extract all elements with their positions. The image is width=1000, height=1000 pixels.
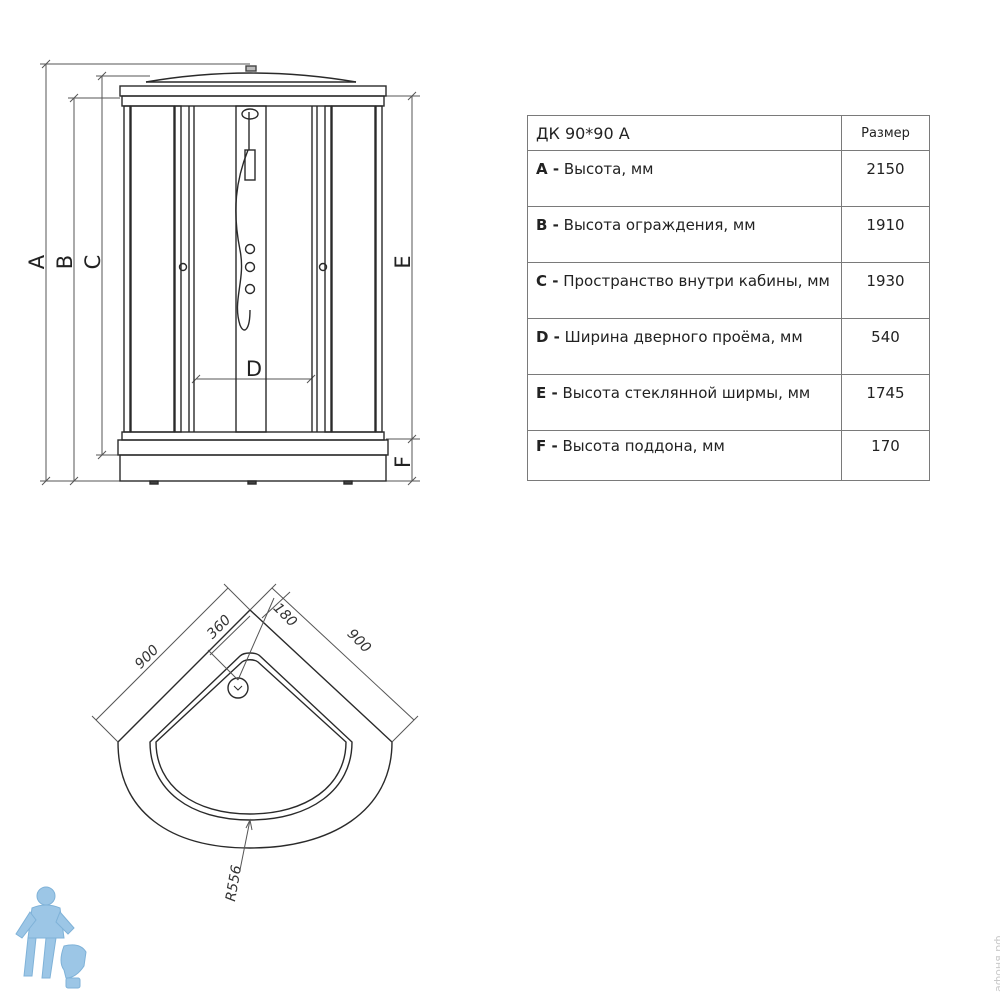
dim-label-c: C bbox=[81, 255, 105, 270]
row-label: Высота поддона, мм bbox=[557, 437, 725, 455]
plumber-mascot-logo bbox=[15, 886, 87, 989]
dim-label-b: B bbox=[53, 255, 77, 269]
plan-dim-360: 360 bbox=[204, 612, 234, 642]
row-key: C - bbox=[536, 272, 559, 290]
table-row: F - Высота поддона, мм 170 bbox=[527, 430, 930, 481]
row-label: Высота, мм bbox=[559, 160, 654, 178]
size-header: Размер bbox=[841, 115, 930, 151]
row-label: Ширина дверного проёма, мм bbox=[559, 328, 803, 346]
table-row: A - Высота, мм 2150 bbox=[527, 150, 930, 207]
table-row: D - Ширина дверного проёма, мм 540 bbox=[527, 318, 930, 375]
row-value: 1745 bbox=[841, 374, 930, 431]
row-key: A - bbox=[536, 160, 560, 178]
table-row: B - Высота ограждения, мм 1910 bbox=[527, 206, 930, 263]
dimension-lines bbox=[40, 59, 420, 486]
spec-table: ДК 90*90 А Размер A - Высота, мм 2150 B … bbox=[527, 115, 930, 481]
spec-table-header: ДК 90*90 А Размер bbox=[527, 115, 930, 151]
dim-label-a: A bbox=[25, 254, 49, 269]
row-key: D - bbox=[536, 328, 560, 346]
row-value: 1910 bbox=[841, 206, 930, 263]
plan-dim-180: 180 bbox=[270, 600, 300, 630]
table-row: C - Пространство внутри кабины, мм 1930 bbox=[527, 262, 930, 319]
row-label: Высота ограждения, мм bbox=[558, 216, 756, 234]
row-label: Высота стеклянной ширмы, мм bbox=[557, 384, 811, 402]
watermark-text: афоня.рф bbox=[992, 935, 1000, 992]
table-row: E - Высота стеклянной ширмы, мм 1745 bbox=[527, 374, 930, 431]
dim-label-f: F bbox=[391, 456, 415, 468]
row-value: 170 bbox=[841, 430, 930, 481]
front-view-drawing: A B C D E F bbox=[25, 59, 420, 486]
dim-label-e: E bbox=[391, 255, 415, 268]
plan-dim-900-left: 900 bbox=[132, 642, 162, 672]
row-value: 1930 bbox=[841, 262, 930, 319]
dim-label-d: D bbox=[246, 357, 262, 381]
row-value: 540 bbox=[841, 318, 930, 375]
plan-dim-radius: R556 bbox=[223, 864, 245, 903]
site-watermark: афоня.рф bbox=[980, 892, 1000, 992]
row-key: B - bbox=[536, 216, 559, 234]
row-key: F - bbox=[536, 437, 558, 455]
plan-dim-900-right: 900 bbox=[344, 626, 374, 656]
row-label: Пространство внутри кабины, мм bbox=[558, 272, 830, 290]
plan-dimension-lines bbox=[91, 583, 419, 871]
tray-outline bbox=[117, 609, 393, 849]
model-title: ДК 90*90 А bbox=[527, 115, 842, 151]
cabin-outline bbox=[117, 65, 389, 485]
row-value: 2150 bbox=[841, 150, 930, 207]
row-key: E - bbox=[536, 384, 558, 402]
plan-view-drawing: 900 360 180 900 R556 bbox=[91, 583, 419, 903]
